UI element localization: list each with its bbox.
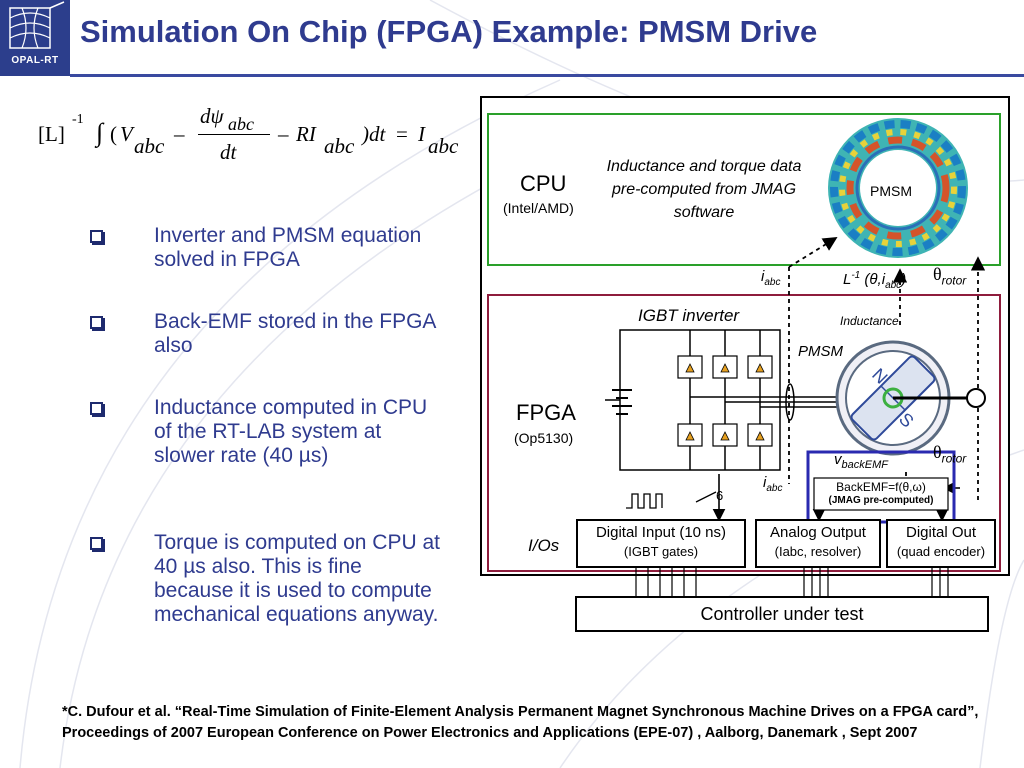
analog-output-sublabel: (Iabc, resolver) [774,544,862,559]
theta-rotor-top-label: θrotor [933,264,967,288]
citation-footnote: *C. Dufour et al. “Real-Time Simulation … [62,704,979,741]
eq-inverse: -1 [72,112,84,127]
digital-out-label: Digital Out [905,524,977,541]
checkbox-bullet-icon [90,316,103,329]
eq-denominator: dt [220,140,237,164]
eq-minus-1: – [174,122,185,146]
eq-i: I [418,122,425,146]
pmsm-label: PMSM [798,343,843,360]
backemf-formula: BackEMF=f(θ,ω) [836,480,926,494]
eq-integral: ∫ [96,118,104,147]
controller-label: Controller under test [700,604,864,624]
fpga-sublabel: (Op5130) [514,430,574,446]
inductance-equation: [L] -1 ∫ ( V abc – dψ abc dt – RI abc )d… [38,104,488,180]
eq-v-sub: abc [134,134,165,158]
inductance-label: Inductance [840,314,899,328]
ios-label: I/Os [528,536,560,555]
eq-ri: RI [296,122,316,146]
logo-text: OPAL-RT [11,55,59,66]
iabc-top-label: iabc [761,268,781,288]
globe-icon [9,1,65,49]
fe-pmsm-label: PMSM [870,183,912,199]
eq-v: V [120,122,133,146]
eq-i-sub: abc [428,134,459,158]
checkbox-bullet-icon [90,402,103,415]
eq-ri-sub: abc [324,134,355,158]
cpu-note: Inductance and torque data pre-computed … [606,158,802,221]
bullet-text: Inductance computed in CPU of the RT-LAB… [154,396,428,467]
igbt-inverter-label: IGBT inverter [638,306,740,325]
eq-close: )dt [362,122,386,146]
eq-lhs: [L] [38,122,65,146]
digital-out-box: Digital Out (quad encoder) [886,519,996,568]
checkbox-bullet-icon [90,537,103,550]
theta-rotor-mid-label: θrotor [933,442,967,466]
bullet-text: Inverter and PMSM equation solved in FPG… [154,224,422,271]
analog-output-label: Analog Output [770,524,866,541]
bullet-text: Back-EMF stored in the FPGA also [154,310,436,357]
gate-count-label: 6 [716,488,724,503]
checkbox-bullet-icon [90,230,103,243]
analog-output-box: Analog Output (Iabc, resolver) [755,519,881,568]
bullet-text: Torque is computed on CPU at 40 µs also.… [154,531,440,626]
iabc-mid-label: iabc [763,474,783,494]
eq-fraction-bar [198,134,270,135]
page-title: Simulation On Chip (FPGA) Example: PMSM … [80,14,818,49]
digital-input-label: Digital Input (10 ns) [595,524,727,541]
backemf-note: (JMAG pre-computed) [828,495,934,506]
eq-num-sub: abc [228,114,254,134]
eq-minus-2: – [278,122,289,146]
fpga-region [487,294,1001,572]
digital-input-box: Digital Input (10 ns) (IGBT gates) [576,519,746,568]
eq-numerator: dψ [200,104,224,128]
cpu-region [487,113,1001,266]
digital-input-sublabel: (IGBT gates) [623,544,699,559]
digital-out-sublabel: (quad encoder) [896,544,986,559]
cpu-label: CPU [520,171,567,196]
opal-rt-logo: OPAL-RT [0,0,70,76]
eq-equals: = [396,122,408,146]
v-backemf-label: vbackEMF [834,451,888,471]
cpu-sublabel: (Intel/AMD) [503,200,574,216]
eq-open-paren: ( [110,122,117,146]
fpga-label: FPGA [516,400,576,425]
title-rule [70,74,1024,77]
controller-box: Controller under test [575,596,989,632]
l-inverse-label: L-1 (θ,iabc) [843,270,907,291]
